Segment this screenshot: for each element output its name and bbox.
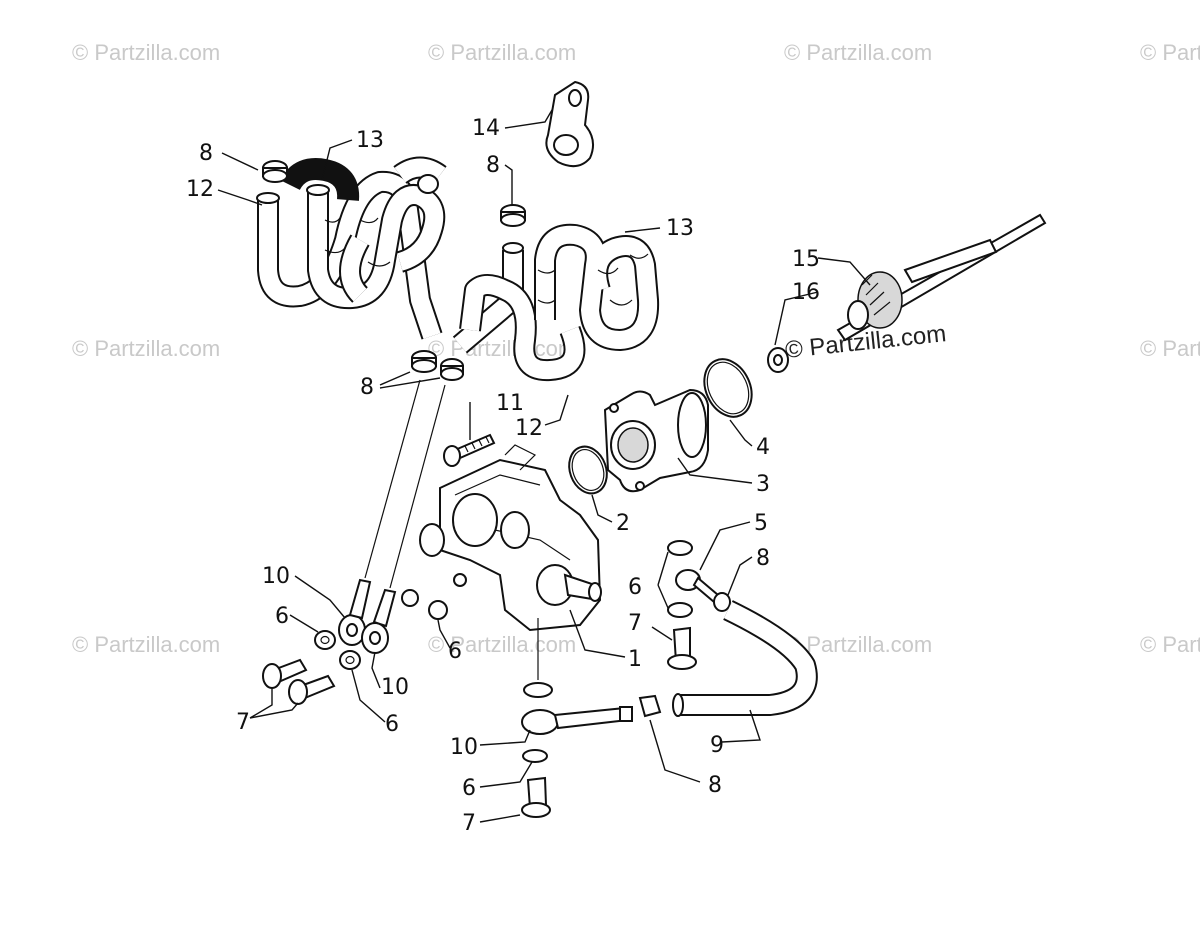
watermark: © Partzilla.com (1140, 336, 1200, 361)
bolts-7-left (262, 658, 336, 705)
callout-6: 6 (628, 575, 642, 600)
callout-14: 14 (472, 116, 500, 141)
callout-8: 8 (199, 141, 213, 166)
hose-9 (672, 600, 818, 717)
callouts: 1 2 3 4 5 6 6 6 6 6 7 7 7 8 8 8 8 8 9 10… (186, 116, 820, 836)
callout-10: 10 (262, 564, 290, 589)
callout-8: 8 (756, 546, 770, 571)
callout-9: 9 (710, 733, 724, 758)
callout-3: 3 (756, 472, 770, 497)
banjo-5 (667, 540, 720, 670)
watermarks: © Partzilla.com © Partzilla.com © Partzi… (72, 40, 1200, 657)
callout-10: 10 (381, 675, 409, 700)
watermark: © Partzilla.com (72, 632, 220, 657)
watermark: © Partzilla.com (428, 336, 576, 361)
callout-8: 8 (360, 375, 374, 400)
leader-lines (217, 109, 871, 823)
callout-7: 7 (628, 611, 642, 636)
clamp-8-pair (411, 350, 464, 381)
housing-3 (603, 388, 709, 493)
washers-6-left (314, 589, 448, 670)
callout-5: 5 (754, 511, 768, 536)
watermark: © Partzilla.com (1140, 632, 1200, 657)
hose-12-left (256, 170, 443, 340)
callout-12: 12 (515, 416, 543, 441)
watermark: © Partzilla.com (428, 40, 576, 65)
watermark: © Partzilla.com (428, 632, 576, 657)
bolt-11 (443, 433, 496, 467)
watermark: © Partzilla.com (1140, 40, 1200, 65)
bracket-14 (545, 80, 595, 168)
callout-6: 6 (385, 712, 399, 737)
callout-13: 13 (356, 128, 384, 153)
callout-8: 8 (486, 153, 500, 178)
callout-8: 8 (708, 773, 722, 798)
callout-13: 13 (666, 216, 694, 241)
callout-6: 6 (462, 776, 476, 801)
clamp-8-top-left (262, 160, 288, 183)
callout-11: 11 (496, 391, 524, 416)
clamp-8-bottom (638, 694, 662, 718)
callout-7: 7 (462, 811, 476, 836)
callout-6: 6 (448, 639, 462, 664)
callout-12: 12 (186, 177, 214, 202)
clamp-8-right (713, 592, 731, 612)
hose-13-left (280, 156, 447, 310)
oring-2 (568, 445, 608, 495)
callout-15: 15 (792, 247, 820, 272)
watermark: © Partzilla.com (72, 40, 220, 65)
banjo-10-left (338, 379, 446, 654)
washer-16 (767, 347, 789, 373)
callout-6: 6 (275, 604, 289, 629)
oring-4 (703, 358, 753, 418)
clamp-8-top-center (500, 204, 526, 227)
callout-7: 7 (236, 710, 250, 735)
callout-4: 4 (756, 435, 770, 460)
pump-1 (419, 444, 602, 632)
watermark: © Partzilla.com (784, 40, 932, 65)
callout-16: 16 (792, 280, 820, 305)
callout-10: 10 (450, 735, 478, 760)
hose-12-right (452, 242, 586, 382)
banjo-10-bottom (521, 618, 633, 818)
shaft-15 (836, 213, 1047, 342)
watermark: © Partzilla.com (72, 336, 220, 361)
hose-13-right (534, 223, 660, 351)
callout-2: 2 (616, 511, 630, 536)
callout-1: 1 (628, 647, 642, 672)
